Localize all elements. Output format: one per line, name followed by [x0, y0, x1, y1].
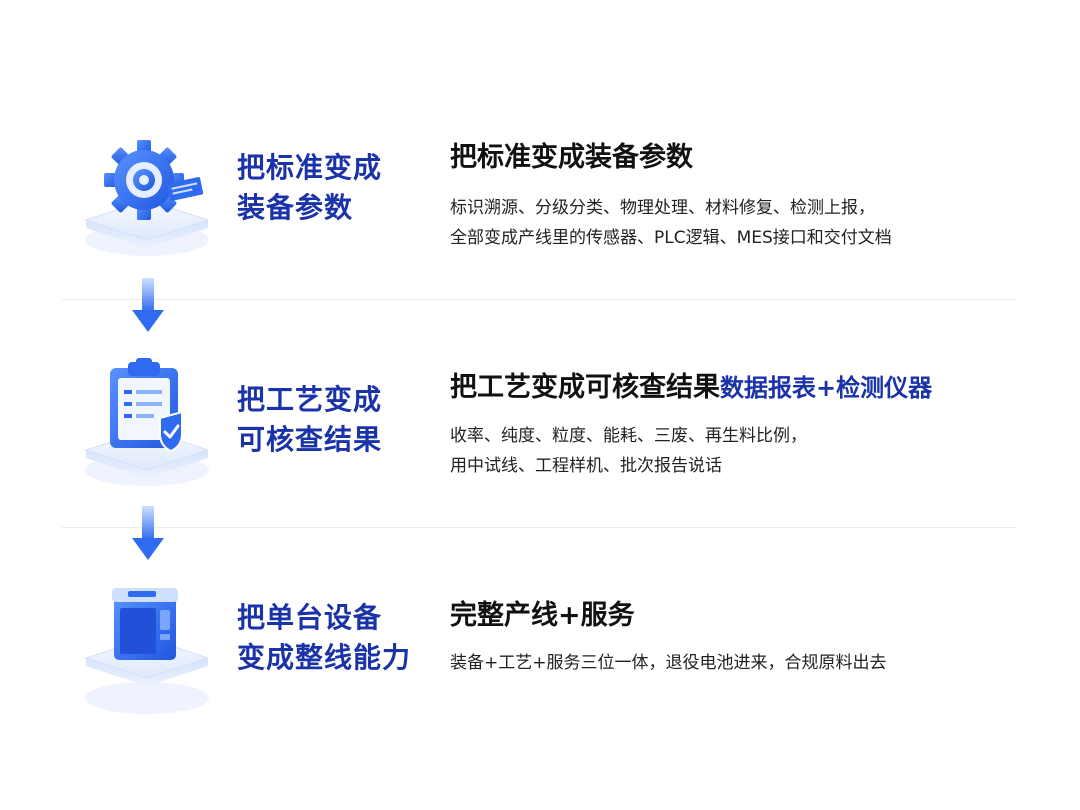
step-left-title: 把工艺变成 可核查结果: [237, 383, 383, 456]
step-title: 完整产线+服务: [450, 600, 635, 631]
down-arrow-icon: [130, 506, 166, 564]
clipboard-check-icon: [72, 352, 222, 502]
step-description: 装备+工艺+服务三位一体，退役电池进来，合规原料出去: [450, 653, 887, 673]
divider: [62, 299, 1017, 300]
step-title-accent: 数据报表+检测仪器: [720, 374, 933, 402]
step-left-title: 把单台设备 变成整线能力: [237, 601, 412, 674]
gear-icon: [72, 122, 222, 272]
step-title: 把标准变成装备参数: [450, 142, 693, 173]
divider: [62, 527, 1017, 528]
step-left-title: 把标准变成 装备参数: [237, 151, 383, 224]
step-title: 把工艺变成可核查结果数据报表+检测仪器: [450, 372, 933, 403]
down-arrow-icon: [130, 278, 166, 336]
step-description: 收率、纯度、粒度、能耗、三废、再生料比例， 用中试线、工程样机、批次报告说话: [450, 426, 807, 476]
step-description: 标识溯源、分级分类、物理处理、材料修复、检测上报， 全部变成产线里的传感器、PL…: [450, 198, 892, 248]
equipment-box-icon: [72, 580, 222, 730]
